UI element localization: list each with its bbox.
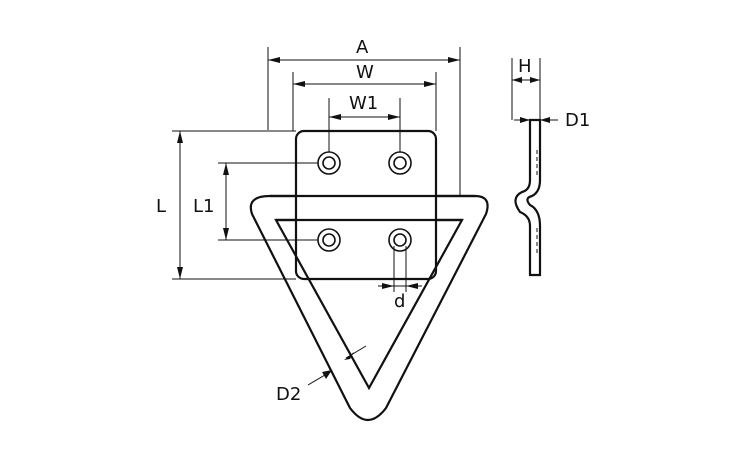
dimension-lines	[172, 47, 461, 386]
front-view	[249, 129, 489, 422]
mounting-hole	[388, 151, 412, 175]
label-A: A	[356, 37, 369, 58]
label-H: H	[518, 56, 532, 77]
label-W1: W1	[349, 93, 378, 114]
label-D2: D2	[276, 384, 301, 405]
ring-outer	[249, 194, 489, 422]
ring-left-overlap	[270, 194, 296, 222]
label-L1: L1	[193, 196, 214, 217]
side-profile	[514, 118, 542, 277]
base-plate	[294, 129, 438, 281]
mounting-hole	[388, 228, 412, 252]
label-D1: D1	[565, 110, 590, 131]
mounting-hole	[317, 151, 341, 175]
ring-right-overlap	[436, 194, 475, 222]
side-view	[511, 58, 558, 277]
label-L: L	[156, 196, 166, 217]
mounting-hole	[317, 228, 341, 252]
ring-inner	[274, 218, 464, 391]
label-W: W	[356, 62, 374, 83]
label-d: d	[394, 291, 405, 312]
